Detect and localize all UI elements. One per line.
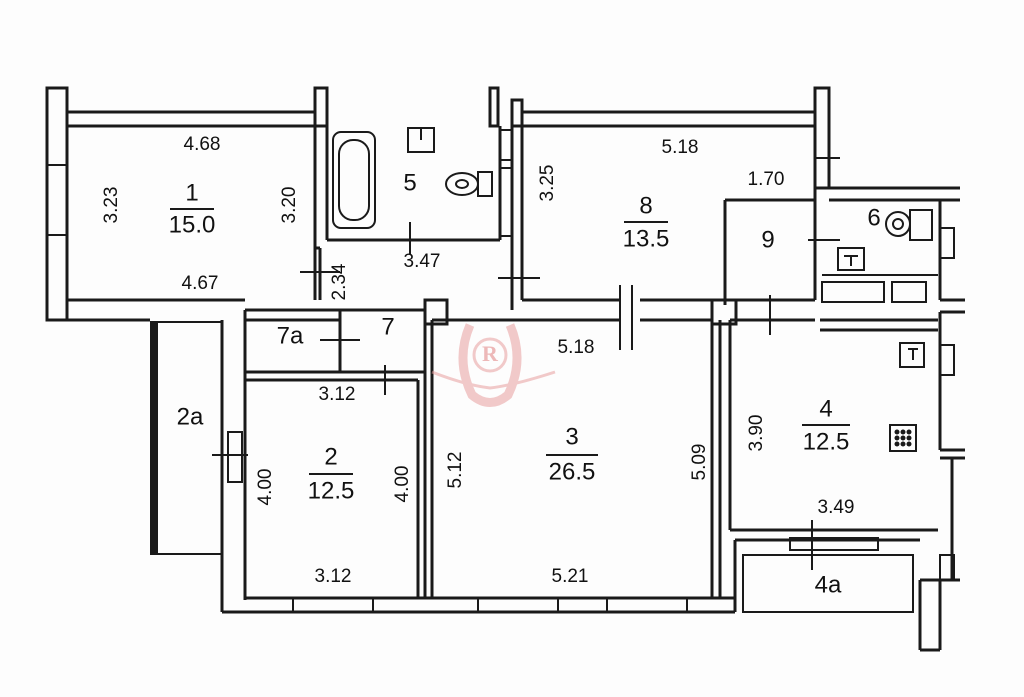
room-1-number: 1	[185, 179, 198, 206]
room-7-top-dim: 3.47	[404, 251, 441, 272]
toilet-wc	[885, 209, 933, 241]
room-4: 3.90 3.49 4 12.5	[746, 395, 854, 518]
room-8-top-dim: 5.18	[662, 137, 699, 158]
sink-wc	[837, 247, 865, 271]
room-8-right-dim: 1.70	[748, 169, 785, 190]
room-8-area: 13.5	[623, 225, 670, 252]
toilet-bath	[445, 171, 493, 197]
room-2-number: 2	[324, 443, 337, 470]
room-1-left-dim: 3.23	[101, 187, 122, 224]
room-9-number: 9	[761, 226, 774, 253]
room-1-bottom-dim: 4.67	[182, 273, 219, 294]
room-7: 3.47 2.34 7	[329, 251, 440, 340]
kitchen-sink	[899, 342, 925, 368]
room-3-bottom-dim: 5.21	[552, 566, 589, 587]
sink-bath	[407, 127, 435, 153]
room-3-number: 3	[565, 423, 578, 450]
room-7-number: 7	[381, 313, 394, 340]
column-left	[423, 298, 449, 326]
stove	[889, 424, 917, 452]
room-1-top-dim: 4.68	[184, 134, 221, 155]
room-3-right-dim: 5.09	[689, 444, 710, 481]
shelves	[821, 274, 938, 303]
shaft	[499, 129, 513, 237]
balcony-2a	[150, 321, 222, 555]
room-8-number: 8	[639, 192, 652, 219]
room-2-area: 12.5	[308, 477, 355, 504]
balcony-4a	[742, 537, 914, 613]
room-1: 4.68 4.67 3.23 3.20 1 15.0	[101, 134, 300, 294]
room-3-left-dim: 5.12	[445, 452, 466, 489]
wall-post-dark	[488, 86, 500, 128]
room-2-top-dim: 3.12	[319, 384, 356, 405]
room-3-top-dim: 5.18	[558, 337, 595, 358]
room-7-left-dim: 2.34	[329, 263, 350, 300]
room-8: 5.18 3.25 1.70 8 13.5	[537, 137, 784, 252]
room-2-left-dim: 4.00	[255, 469, 276, 506]
room-8-left-dim: 3.25	[537, 165, 558, 202]
room-4-number: 4	[819, 395, 832, 422]
room-3-area: 26.5	[549, 458, 596, 485]
column-right	[710, 298, 738, 326]
room-2-bottom-dim: 3.12	[315, 566, 352, 587]
room-7a-number: 7a	[277, 322, 304, 349]
door-marks	[212, 157, 840, 570]
room-3: 5.18 5.21 5.12 5.09 3 26.5	[445, 337, 710, 587]
watermark-letter: R	[482, 341, 499, 366]
room-2a-number: 2a	[177, 403, 204, 430]
bathtub	[332, 131, 376, 229]
room-4-left-dim: 3.90	[746, 415, 767, 452]
watermark-logo: R	[431, 323, 556, 407]
room-4a-number: 4a	[815, 571, 842, 598]
room-2-right-dim: 4.00	[392, 466, 413, 503]
room-4-area: 12.5	[803, 428, 850, 455]
room-4-bottom-dim: 3.49	[818, 497, 855, 518]
outer-walls	[45, 86, 965, 652]
room-6-number: 6	[867, 204, 880, 231]
room-2: 3.12 3.12 4.00 4.00 2 12.5	[255, 384, 413, 587]
room-1-area: 15.0	[169, 211, 216, 238]
room-5-number: 5	[403, 169, 416, 196]
room-1-right-dim: 3.20	[279, 187, 300, 224]
windows	[46, 164, 955, 613]
interior-walls	[243, 126, 938, 600]
